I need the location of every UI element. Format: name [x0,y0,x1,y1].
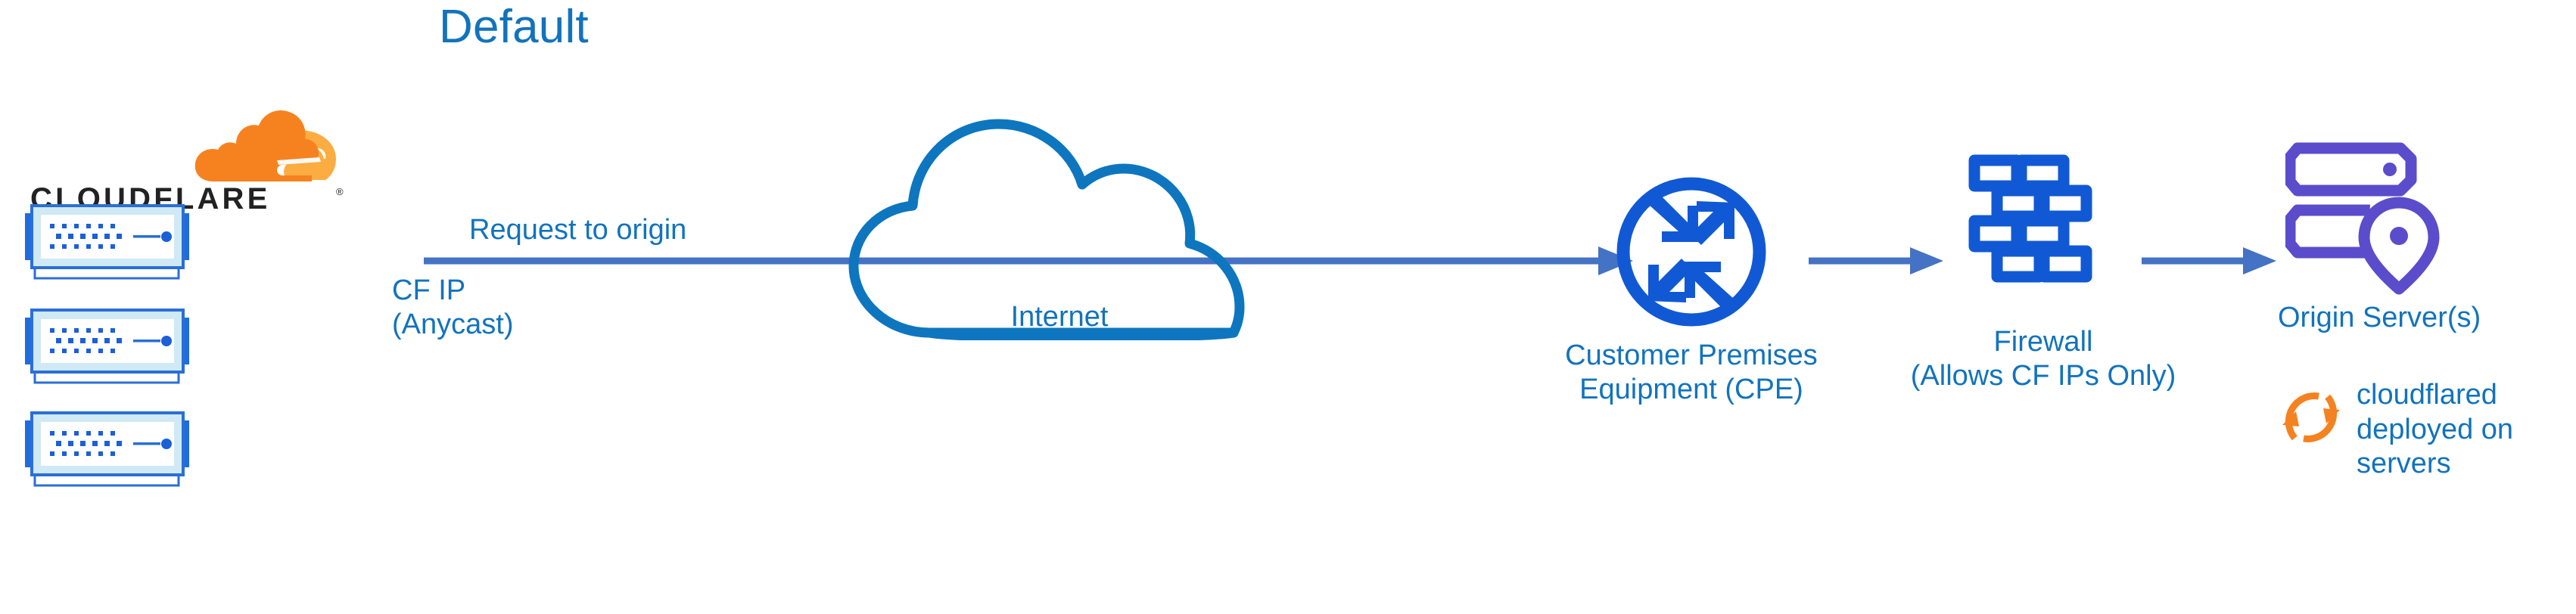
page-title: Default [439,1,589,53]
router-icon [1616,177,1766,327]
cf-ip-label-line2: (Anycast) [392,308,514,340]
cloudflare-server-1 [25,204,189,280]
brick-wall-icon [1968,154,2092,283]
arrow-cf-to-cpe [424,247,1633,275]
cpe-label-line2: Equipment (CPE) [1579,373,1803,405]
cloudflared-note: cloudflared deployed on servers [2275,378,2576,522]
internet-cloud-icon [848,119,1245,340]
cf-ip-label: CF IP (Anycast) [392,274,513,342]
cloudflare-cloud-logo-icon [194,110,336,181]
request-to-origin-label: Request to origin [469,214,687,246]
cloudflared-line1: cloudflared [2357,379,2497,411]
cloudflare-server-2 [25,309,189,384]
cloudflared-text: cloudflared deployed on servers [2357,378,2576,482]
sync-arrows-icon [2282,392,2340,442]
cloudflared-line3: servers [2357,448,2451,480]
cpe-label-line1: Customer Premises [1565,340,1818,371]
arrow-firewall-to-origin [2142,247,2276,274]
cloudflare-brand: CLOUDFLARE ® [30,106,348,215]
internet-label: Internet [1010,301,1109,333]
firewall-label-line2: (Allows CF IPs Only) [1910,359,2176,392]
server-rack-location-icon [2285,142,2440,295]
cf-ip-label-line1: CF IP [392,274,466,306]
origin-server-label: Origin Server(s) [2278,302,2481,333]
cpe-label: Customer Premises Equipment (CPE) [1529,339,1854,407]
registered-mark: ® [336,186,344,197]
cloudflare-server-3 [25,411,189,487]
firewall-label-line1: Firewall [1993,326,2093,358]
cloudflared-line2: deployed on [2357,413,2514,445]
arrow-cpe-to-firewall [1809,247,1943,274]
firewall-label: Firewall (Allows CF IPs Only) [1892,325,2195,393]
